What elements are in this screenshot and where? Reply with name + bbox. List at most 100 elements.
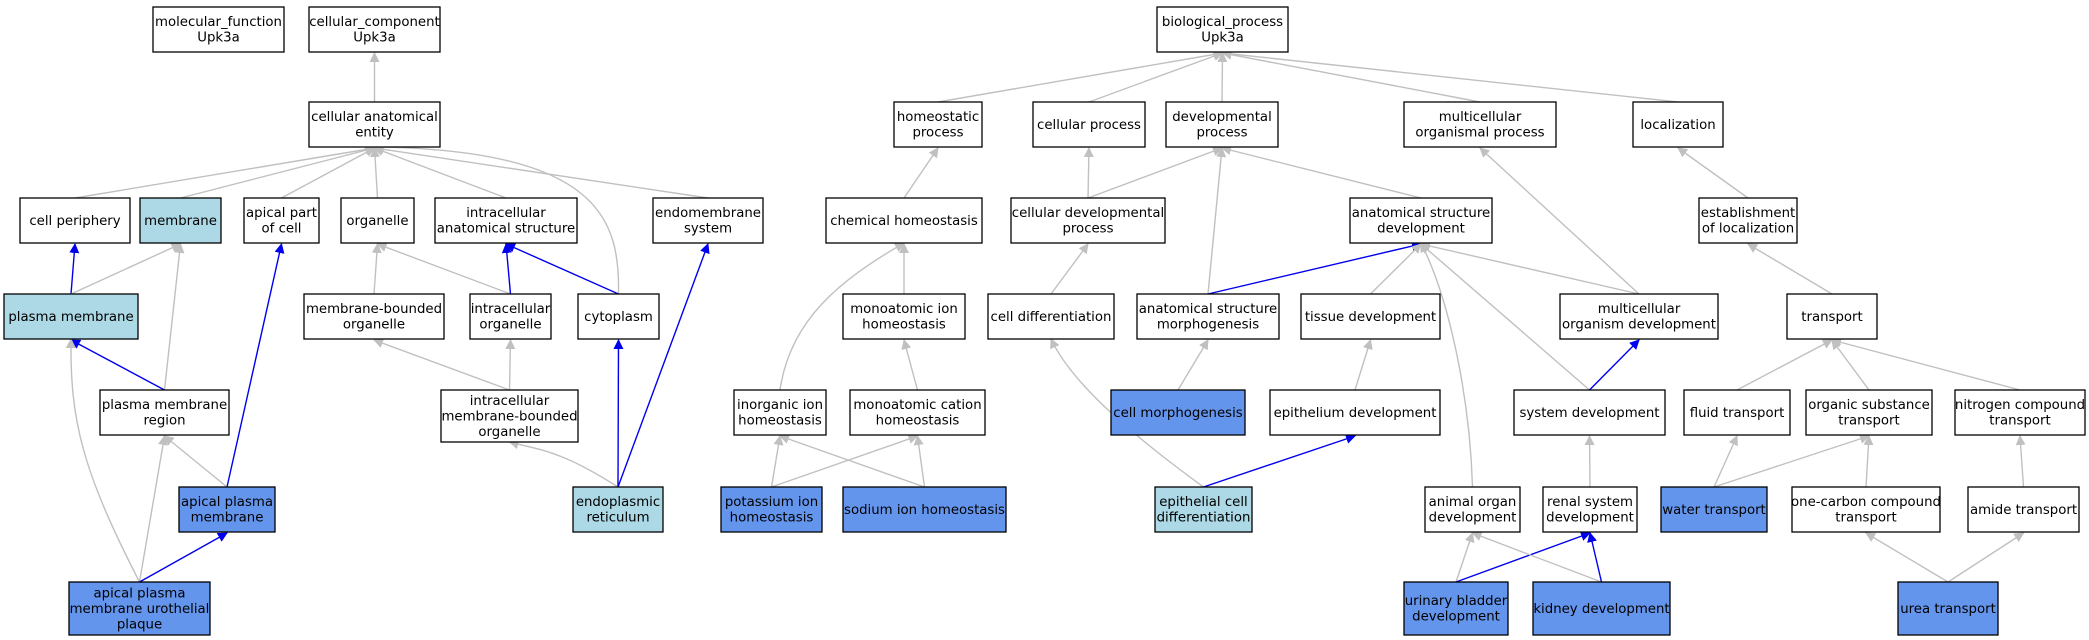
node-cell-morphogenesis[interactable]: cell morphogenesis <box>1110 389 1246 436</box>
edge-wt-to-ft <box>1713 435 1738 488</box>
edge-line <box>1203 434 1356 488</box>
edge-line <box>1589 339 1640 391</box>
node-layer: molecular_functionUpk3acellular_componen… <box>3 6 2086 636</box>
node-box <box>303 293 445 340</box>
node-label-line: molecular_function <box>155 15 282 30</box>
node-label-line: establishment <box>1701 206 1795 221</box>
node-plasma-membrane[interactable]: plasma membrane <box>3 293 139 340</box>
node-label-line: entity <box>355 126 394 141</box>
edge-apmup-to-apm <box>139 532 228 583</box>
node-kidney-development[interactable]: kidney development <box>1532 581 1671 636</box>
edge-cp-to-bp <box>1088 51 1224 103</box>
edge-line <box>1354 339 1373 391</box>
node-cell-differentiation[interactable]: cell differentiation <box>987 293 1115 340</box>
edge-ecd-to-cd <box>1050 338 1204 488</box>
node-sodium-ion-homeostasis[interactable]: sodium ion homeostasis <box>842 486 1007 533</box>
edge-line <box>226 243 285 488</box>
edge-imbo-to-mbo <box>373 338 510 391</box>
node-localization[interactable]: localization <box>1632 101 1724 148</box>
edge-ecd-to-epd <box>1203 434 1356 488</box>
edge-line <box>1221 48 1679 103</box>
node-cytoplasm[interactable]: cytoplasm <box>577 293 660 340</box>
node-label-line: Upk3a <box>1201 31 1243 46</box>
node-box <box>577 293 660 340</box>
node-label-line: anatomical structure <box>437 222 575 237</box>
edge-line <box>1221 49 1481 103</box>
node-label-line: membrane-bounded <box>306 302 442 317</box>
node-system-development[interactable]: system development <box>1513 389 1666 436</box>
node-box <box>1954 389 2086 436</box>
edge-cyt-to-ias <box>505 243 619 295</box>
node-chemical-homeostasis[interactable]: chemical homeostasis <box>825 197 983 244</box>
node-box <box>434 197 578 244</box>
node-box <box>1805 389 1933 436</box>
node-label-line: urea transport <box>1900 602 1996 617</box>
node-amide-transport[interactable]: amide transport <box>1967 486 2080 533</box>
node-epithelium-development[interactable]: epithelium development <box>1269 389 1441 436</box>
node-transport[interactable]: transport <box>1786 293 1878 340</box>
node-cellular-process[interactable]: cellular process <box>1032 101 1146 148</box>
node-membrane[interactable]: membrane <box>139 197 222 244</box>
node-organelle[interactable]: organelle <box>340 197 415 244</box>
edge-asm-to-dp <box>1207 147 1227 295</box>
node-label-line: development <box>1412 610 1500 625</box>
edge-line <box>74 144 376 199</box>
edge-ubd-to-aod <box>1455 532 1475 583</box>
node-fluid-transport[interactable]: fluid transport <box>1683 389 1791 436</box>
edge-cyt-to-cae <box>373 142 620 295</box>
node-label-line: homeostasis <box>730 511 814 526</box>
node-label-line: intracellular <box>466 206 546 221</box>
node-box <box>1154 486 1253 533</box>
node-label-line: intracellular <box>470 394 550 409</box>
node-label-line: amide transport <box>1970 503 2077 518</box>
edge-sd-to-mod <box>1589 339 1640 391</box>
node-label-line: process <box>1196 126 1247 141</box>
node-tissue-development[interactable]: tissue development <box>1300 293 1441 340</box>
node-box <box>1532 581 1671 636</box>
edge-line <box>1050 243 1089 295</box>
node-cell-periphery[interactable]: cell periphery <box>19 197 131 244</box>
edge-line <box>376 242 511 295</box>
node-box <box>1542 486 1638 533</box>
edge-line <box>505 243 619 295</box>
node-water-transport[interactable]: water transport <box>1660 486 1768 533</box>
node-box <box>1156 6 1289 53</box>
edge-apc-to-cae <box>281 147 376 199</box>
node-urea-transport[interactable]: urea transport <box>1897 581 1999 636</box>
node-label-line: cytoplasm <box>584 310 653 325</box>
edge-line <box>1479 147 1640 295</box>
